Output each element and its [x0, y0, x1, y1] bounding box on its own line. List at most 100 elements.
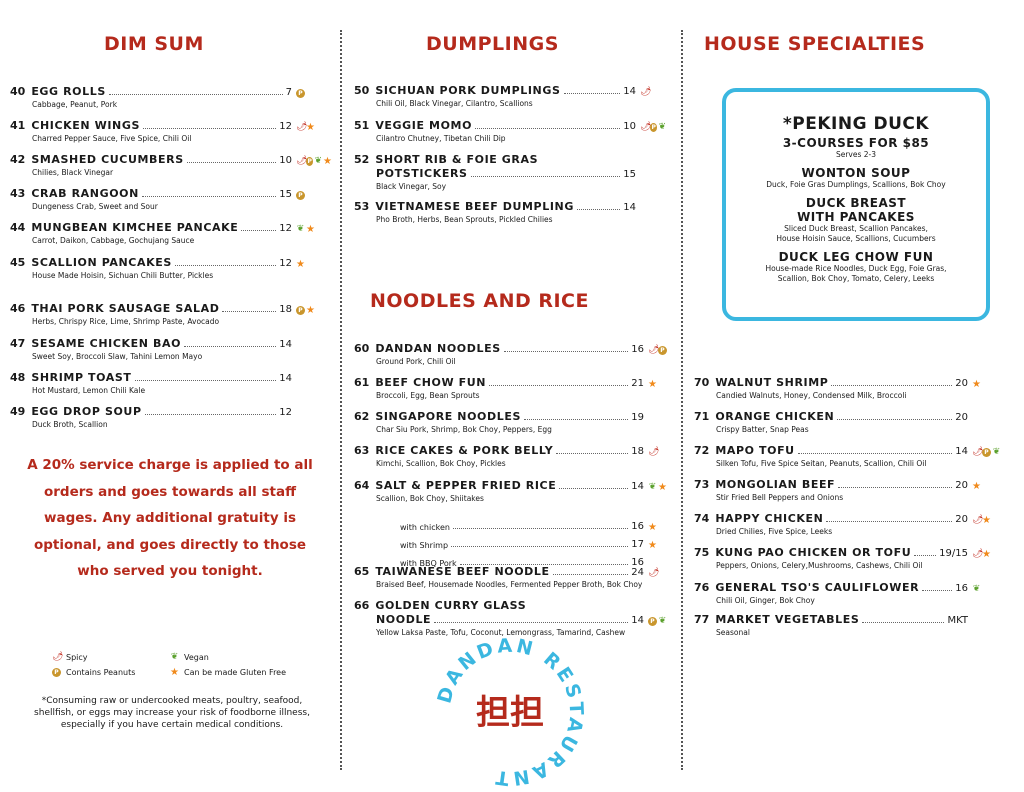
item-name: SCALLION PANCAKES [31, 256, 172, 269]
leaf-icon: ❦ [170, 652, 179, 662]
legend-spicy-label: Spicy [66, 653, 88, 662]
item-icons: ★ [296, 260, 332, 270]
item-name: GOLDEN CURRY GLASS [375, 599, 527, 612]
leader-dots [837, 419, 953, 420]
item-name: HAPPY CHICKEN [715, 512, 824, 525]
dumplings-heading: DUMPLINGS [426, 33, 559, 55]
item-name: MAPO TOFU [715, 444, 795, 457]
item-name: CRAB RANGOON [31, 187, 139, 200]
item-number: 70 [694, 376, 710, 389]
peanut-icon: P [52, 668, 61, 677]
item-price: 16 [955, 583, 968, 594]
item-description: Dungeness Crab, Sweet and Sour [32, 202, 158, 211]
item-name: DANDAN NOODLES [375, 342, 501, 355]
item-number: 73 [694, 478, 710, 491]
item-description: Broccoli, Egg, Bean Sprouts [376, 391, 480, 400]
leader-dots [470, 176, 621, 177]
item-icons: ★ [972, 380, 1016, 390]
leader-dots [862, 622, 945, 623]
item-name: SHORT RIB & FOIE GRAS [375, 153, 539, 166]
item-icons: 🌶︎P❦★ [296, 157, 332, 167]
item-description: House Made Hoisin, Sichuan Chili Butter,… [32, 271, 214, 280]
course-wonton-soup: WONTON SOUP [801, 166, 911, 180]
leader-dots [922, 590, 953, 591]
rice-option-price: 16 [631, 557, 644, 568]
item-description: Pho Broth, Herbs, Bean Sprouts, Pickled … [376, 215, 553, 224]
leaf-icon: ❦ [992, 447, 1001, 457]
item-price: 18 [631, 446, 644, 457]
item-price: 10 [623, 121, 636, 132]
leader-dots [451, 546, 629, 547]
peanut-icon: P [306, 157, 314, 166]
leader-dots [914, 555, 937, 556]
item-icons: P★ [296, 306, 332, 316]
star-icon: ★ [972, 481, 981, 492]
item-description: Candied Walnuts, Honey, Condensed Milk, … [716, 391, 907, 400]
leader-dots [186, 162, 277, 163]
leaf-icon: ❦ [296, 224, 305, 234]
item-name-line2: NOODLE [376, 613, 432, 626]
course-wonton-soup-desc: Duck, Foie Gras Dumplings, Scallions, Bo… [766, 180, 946, 189]
chili-pepper-icon: 🌶︎ [648, 447, 660, 457]
item-number: 40 [10, 85, 26, 98]
star-icon: ★ [648, 522, 657, 533]
item-number: 50 [354, 84, 370, 97]
item-number: 49 [10, 405, 26, 418]
leader-dots [134, 380, 277, 381]
item-description: Carrot, Daikon, Cabbage, Gochujang Sauce [32, 236, 195, 245]
rice-option-price: 16 [631, 521, 644, 532]
item-number: 62 [354, 410, 370, 423]
peking-duck-title: *PEKING DUCK [782, 114, 930, 134]
item-price: 20 [955, 480, 968, 491]
peanut-icon: P [296, 191, 305, 200]
peking-duck-box: *PEKING DUCK 3-COURSES FOR $85 Serves 2-… [722, 88, 990, 321]
legend-gf-label: Can be made Gluten Free [184, 668, 287, 677]
item-number: 48 [10, 371, 26, 384]
item-price: 21 [631, 378, 644, 389]
item-number: 64 [354, 479, 370, 492]
item-icons: ❦★ [648, 483, 674, 493]
rice-option-label: with BBQ Pork [400, 559, 457, 568]
item-icons: P [296, 191, 332, 200]
dim-sum-heading: DIM SUM [104, 33, 204, 55]
item-name: TAIWANESE BEEF NOODLE [375, 565, 550, 578]
course-duck-breast: DUCK BREAST [805, 196, 907, 210]
item-price: 18 [279, 304, 292, 315]
item-description: Kimchi, Scallion, Bok Choy, Pickles [376, 459, 506, 468]
item-price: 7 [285, 87, 292, 98]
item-icons: 🌶︎ [648, 448, 674, 457]
item-number: 77 [694, 613, 710, 626]
leader-dots [489, 385, 629, 386]
peanut-icon: P [650, 123, 658, 132]
food-safety-disclaimer: *Consuming raw or undercooked meats, pou… [34, 696, 310, 730]
chili-pepper-icon: 🌶︎ [52, 652, 64, 662]
item-price: 12 [279, 223, 292, 234]
item-icons: ★ [648, 522, 674, 533]
item-description: Hot Mustard, Lemon Chili Kale [32, 386, 146, 395]
legend-vegan: ❦ Vegan [170, 652, 209, 663]
noodles-rice-heading: NOODLES AND RICE [370, 290, 589, 312]
